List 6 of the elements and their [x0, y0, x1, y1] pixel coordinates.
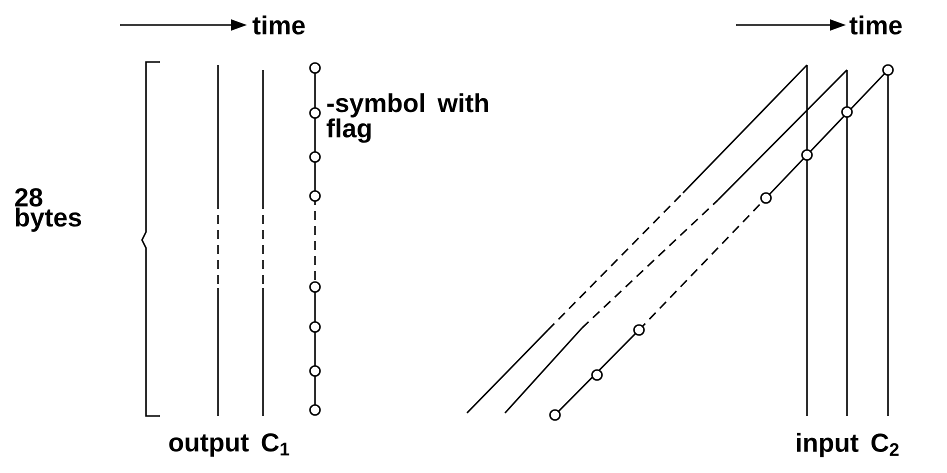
channel-label: input C$_{2}$: [797, 432, 899, 458]
axis-label: time: [252, 15, 305, 35]
size-label: 28 bytes: [15, 188, 82, 232]
axis-label: time: [850, 15, 902, 35]
callout-text: -symbol with flag: [326, 93, 488, 143]
channel-label: output C$_{1}$: [169, 433, 290, 457]
